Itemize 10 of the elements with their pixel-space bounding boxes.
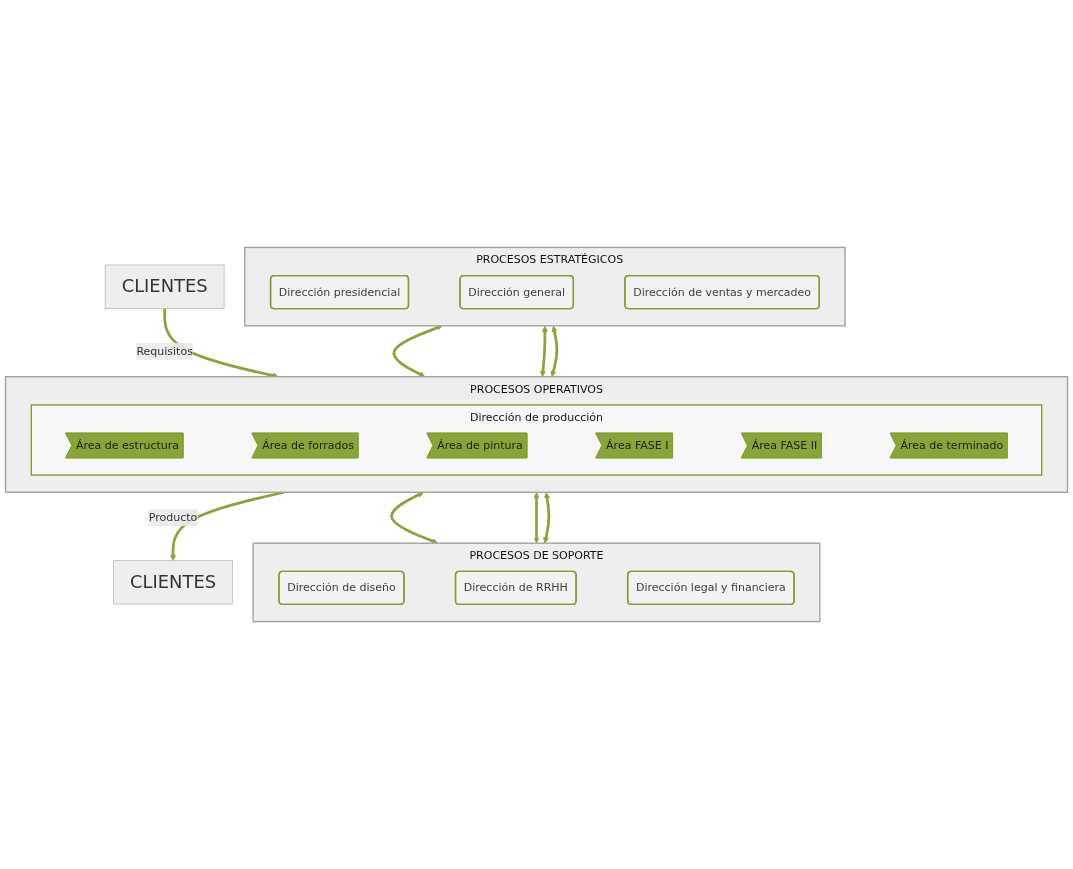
node-box: CLIENTES	[104, 264, 225, 309]
arrow	[543, 492, 551, 544]
edge-label: Producto	[148, 510, 198, 524]
arrow	[533, 492, 540, 544]
node-box: CLIENTES	[113, 560, 233, 605]
arrow	[390, 492, 439, 544]
arrow	[392, 325, 443, 377]
arrow	[539, 325, 548, 377]
edge-label: Requisitos	[136, 344, 193, 358]
arrow	[550, 325, 559, 377]
